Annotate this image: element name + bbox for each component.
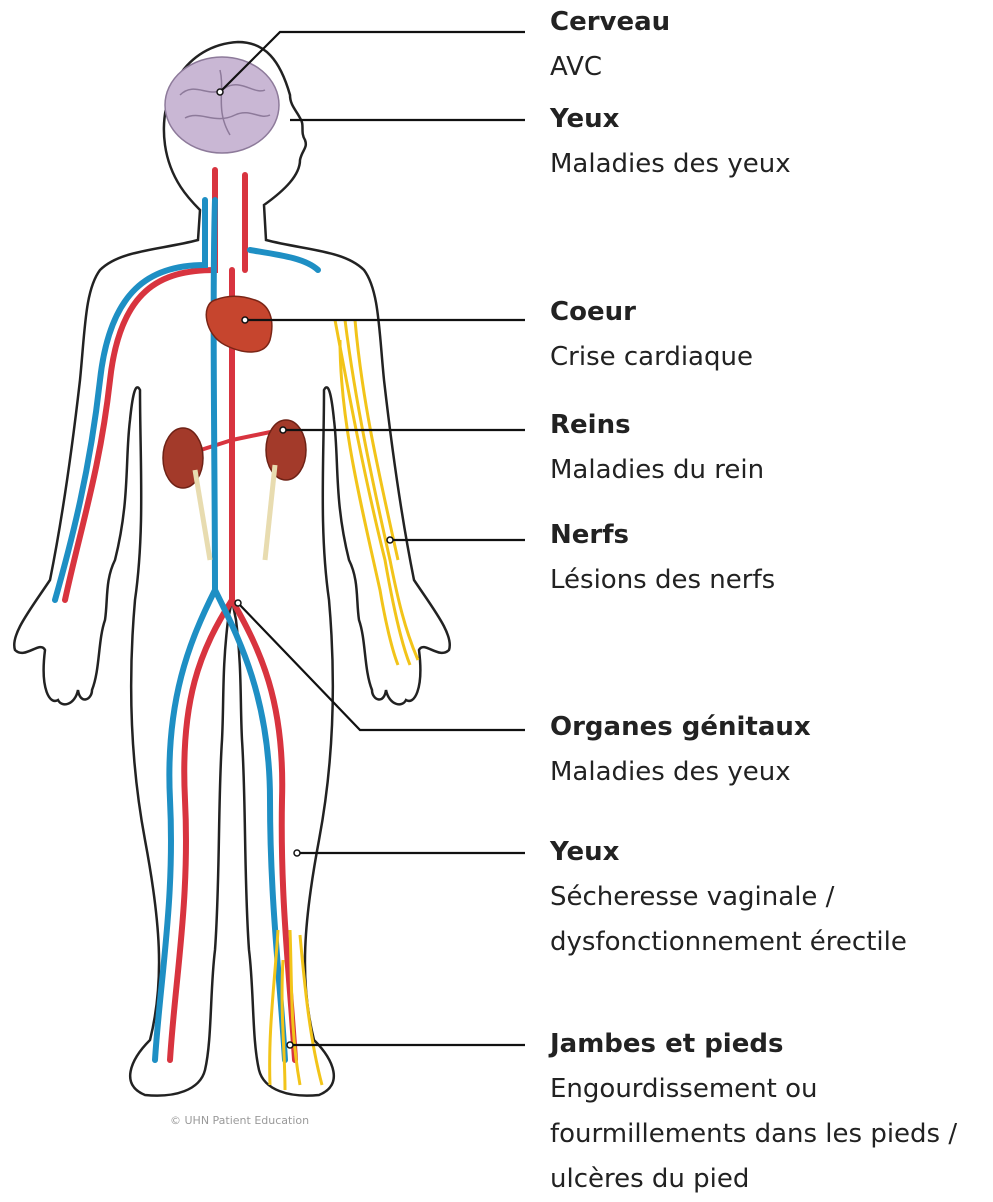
label-desc: Crise cardiaque — [550, 335, 753, 380]
label-title: Cerveau — [550, 0, 670, 45]
label-genitals: Organes génitaux Maladies des yeux — [550, 705, 811, 795]
label-desc: Maladies des yeux — [550, 142, 791, 187]
nerves-arm — [335, 320, 418, 665]
label-desc: Lésions des nerfs — [550, 558, 775, 603]
nerves-leg — [270, 930, 322, 1090]
copyright-credit: © UHN Patient Education — [170, 1114, 309, 1127]
label-desc: Engourdissement ou fourmillements dans l… — [550, 1067, 990, 1202]
label-title: Organes génitaux — [550, 705, 811, 750]
label-title: Jambes et pieds — [550, 1022, 990, 1067]
label-legs-feet: Jambes et pieds Engourdissement ou fourm… — [550, 1022, 990, 1202]
label-brain: Cerveau AVC — [550, 0, 670, 90]
label-heart: Coeur Crise cardiaque — [550, 290, 753, 380]
label-title: Nerfs — [550, 513, 775, 558]
label-title: Yeux — [550, 97, 791, 142]
label-eyes: Yeux Maladies des yeux — [550, 97, 791, 187]
label-desc: AVC — [550, 45, 670, 90]
label-desc: Maladies du rein — [550, 448, 764, 493]
label-desc: Sécheresse vaginale / dysfonctionnement … — [550, 875, 980, 965]
label-title: Coeur — [550, 290, 753, 335]
label-nerves: Nerfs Lésions des nerfs — [550, 513, 775, 603]
label-kidneys: Reins Maladies du rein — [550, 403, 764, 493]
label-title: Yeux — [550, 830, 980, 875]
label-eyes-2: Yeux Sécheresse vaginale / dysfonctionne… — [550, 830, 980, 965]
label-desc: Maladies des yeux — [550, 750, 811, 795]
label-title: Reins — [550, 403, 764, 448]
